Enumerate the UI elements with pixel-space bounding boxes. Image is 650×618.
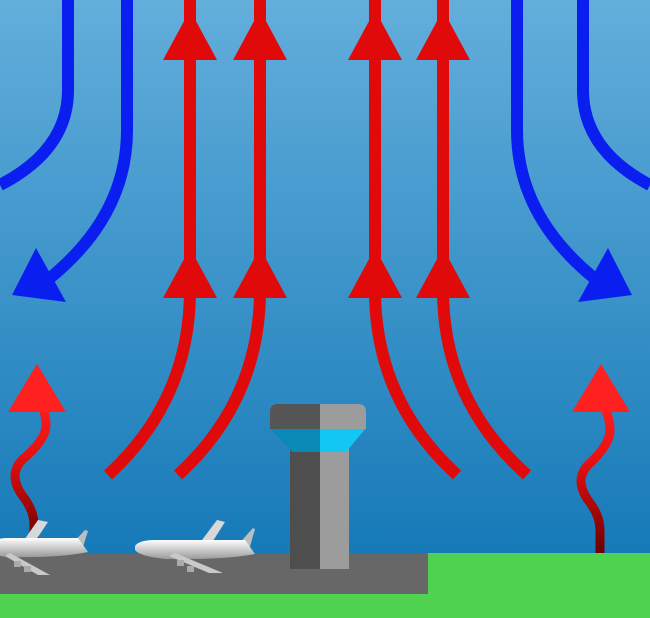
tarmac — [0, 553, 428, 594]
heat-arrowhead-icon — [572, 364, 630, 412]
airplane-icon — [135, 520, 255, 573]
sinking-air-arrows — [0, 0, 650, 283]
up-arrowhead-icon — [163, 10, 217, 60]
airplane-icon — [0, 520, 88, 575]
downdraft-arrow-right-outer — [577, 0, 650, 191]
heat-rising-arrows — [10, 380, 615, 553]
up-arrowhead-icon — [348, 10, 402, 60]
downdraft-arrow-right-inner — [511, 0, 598, 283]
up-arrowhead-icon — [416, 10, 470, 60]
arrowhead-icon — [578, 248, 632, 302]
up-arrowhead-icon — [233, 10, 287, 60]
arrowhead-icon — [12, 248, 66, 302]
control-tower-icon — [270, 404, 366, 569]
downdraft-arrow-left-outer — [0, 0, 74, 191]
up-arrowhead-icon — [348, 248, 402, 298]
up-arrowhead-icon — [233, 248, 287, 298]
heat-arrowhead-icon — [8, 364, 66, 412]
up-arrowhead-icon — [416, 248, 470, 298]
up-arrowhead-icon — [163, 248, 217, 298]
downdraft-arrow-left-inner — [46, 0, 133, 283]
